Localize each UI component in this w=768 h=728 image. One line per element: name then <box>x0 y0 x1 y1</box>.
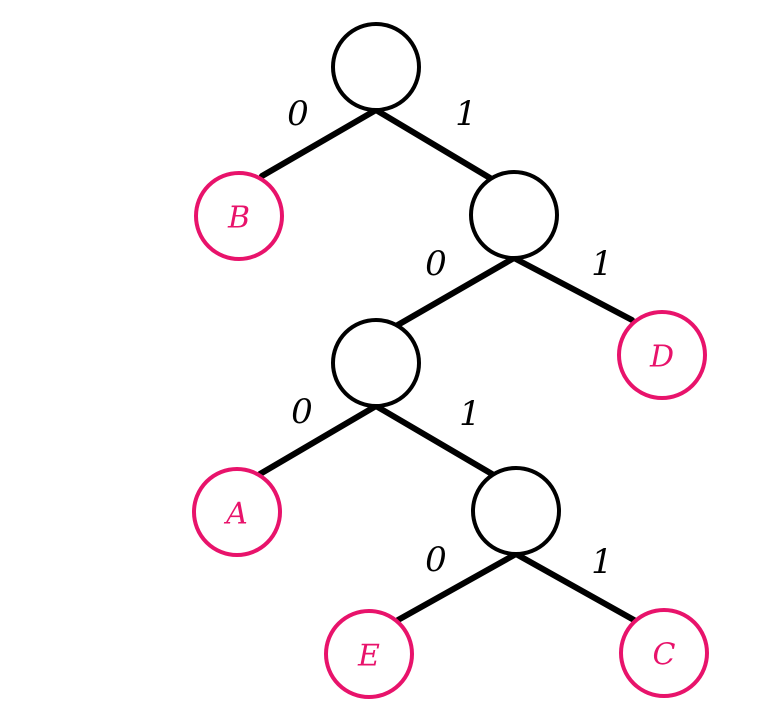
edge-labels: 0 1 0 1 0 1 0 1 <box>287 94 613 582</box>
leaf-node-A: A <box>192 467 282 557</box>
leaf-label-B: B <box>227 201 250 236</box>
leaf-label-C: C <box>653 638 676 673</box>
edge-root-to-B <box>259 107 379 179</box>
edge-n3-to-C <box>513 551 637 623</box>
edge-n2-to-A <box>257 403 379 477</box>
internal-nodes <box>331 22 561 556</box>
leaf-circle-D <box>617 310 707 400</box>
leaf-circle-C <box>619 608 709 698</box>
leaf-node-C: C <box>619 608 709 698</box>
internal-node-root <box>331 22 421 112</box>
leaf-label-A: A <box>223 497 248 532</box>
leaf-node-B: B <box>194 171 284 261</box>
edges <box>257 107 637 623</box>
edge-label-n2-right: 1 <box>459 394 481 434</box>
edge-n1-to-n2 <box>393 255 517 329</box>
edge-label-n3-right: 1 <box>591 542 613 582</box>
edge-n3-to-E <box>395 551 519 623</box>
edge-label-root-left: 0 <box>287 94 309 134</box>
leaf-circle-B <box>194 171 284 261</box>
edge-root-to-n1 <box>373 107 493 181</box>
edge-n1-to-D <box>511 255 635 323</box>
leaf-node-D: D <box>617 310 707 400</box>
leaf-nodes: B D A E C <box>192 171 709 699</box>
edge-n2-to-n3 <box>373 403 495 477</box>
leaf-label-D: D <box>649 340 674 375</box>
leaf-node-E: E <box>324 609 414 699</box>
internal-node-n2 <box>331 318 421 408</box>
edge-label-n3-left: 0 <box>425 540 447 580</box>
edge-label-n2-left: 0 <box>291 392 313 432</box>
leaf-circle-E <box>324 609 414 699</box>
edge-label-n1-right: 1 <box>591 244 613 284</box>
leaf-circle-A <box>192 467 282 557</box>
internal-node-n1 <box>469 170 559 260</box>
leaf-label-E: E <box>357 639 380 674</box>
edge-label-n1-left: 0 <box>425 244 447 284</box>
edge-label-root-right: 1 <box>455 94 477 134</box>
internal-node-n3 <box>471 466 561 556</box>
